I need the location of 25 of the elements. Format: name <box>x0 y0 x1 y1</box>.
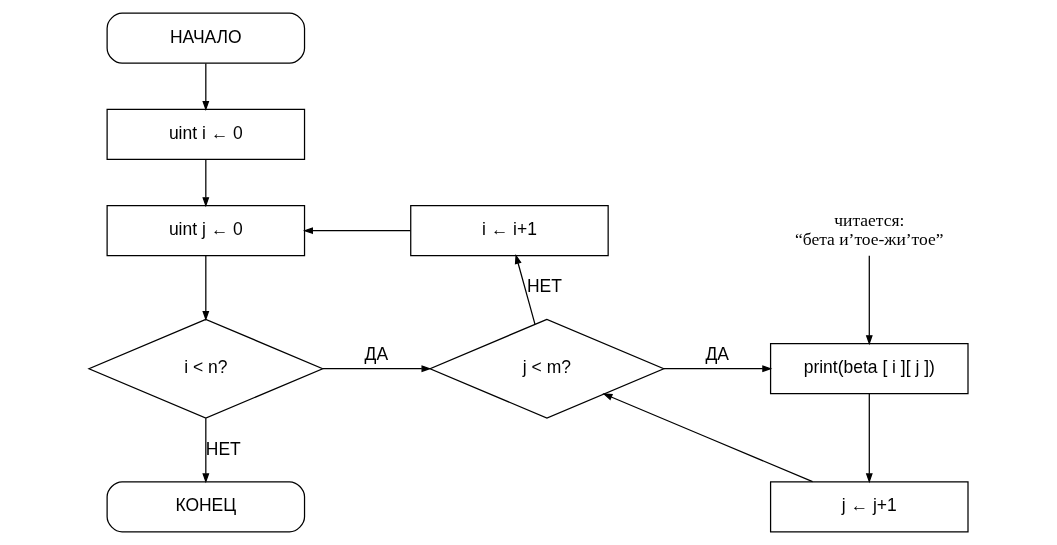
arrow <box>663 365 773 373</box>
node-box: uint i ← 0 <box>106 108 306 161</box>
arrow <box>514 254 536 325</box>
node-box: print(beta [ i ][ j ]) <box>769 343 969 395</box>
arrow <box>322 365 432 373</box>
edge-label: НЕТ <box>526 276 562 297</box>
edge-label: ДА <box>705 344 729 365</box>
node-box: КОНЕЦ <box>106 481 306 533</box>
node-box: uint j ← 0 <box>106 205 306 257</box>
arrow <box>202 417 210 484</box>
arrow <box>202 159 210 208</box>
arrow <box>865 255 873 346</box>
edge-label: ДА <box>364 344 389 365</box>
node-diamond: i < n? <box>87 318 325 419</box>
node-box: j ← j+1 <box>769 481 969 533</box>
node-text: читается: “бета и’тое-жи’тое” <box>795 209 944 249</box>
node-box: i ← i+1 <box>410 205 609 257</box>
arrow <box>202 62 210 112</box>
node-diamond: j < m? <box>428 318 666 419</box>
arrow <box>865 393 873 484</box>
edge-label: НЕТ <box>205 438 241 459</box>
arrow <box>602 393 814 483</box>
arrow <box>302 227 411 235</box>
arrow <box>202 255 210 321</box>
node-box: НАЧАЛО <box>106 12 306 64</box>
